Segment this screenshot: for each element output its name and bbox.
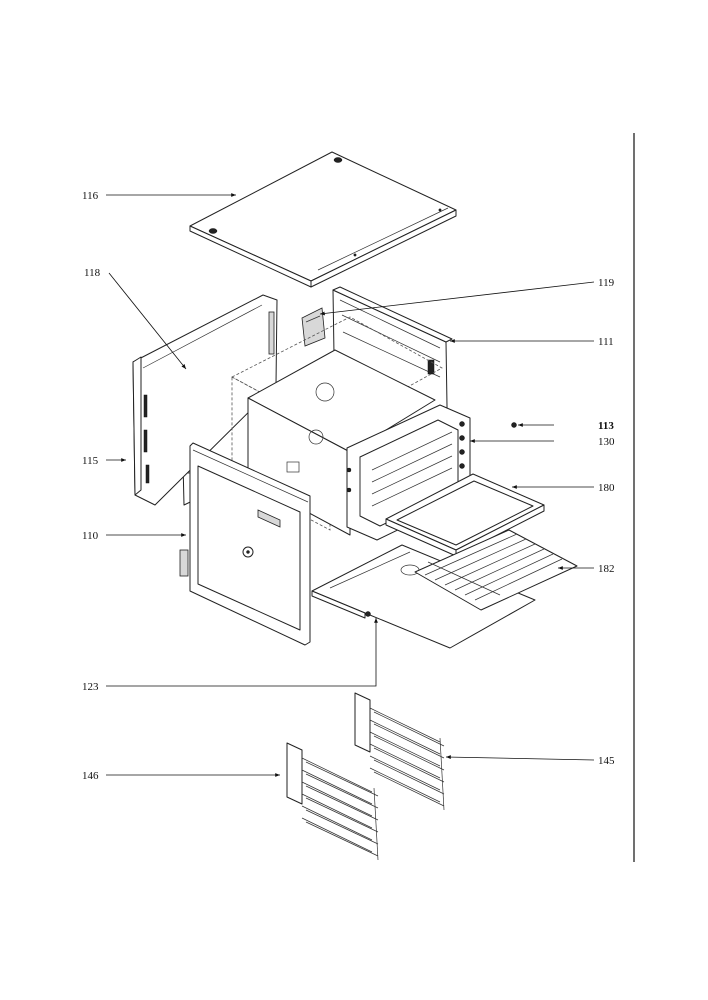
leader-lines: [106, 193, 595, 777]
label-123: 123: [82, 681, 99, 693]
part-113-screw: [511, 422, 517, 428]
label-146: 146: [82, 770, 99, 782]
part-145-right-side-rack: [354, 692, 445, 811]
label-130: 130: [598, 436, 615, 448]
label-113: 113: [598, 420, 614, 432]
label-145: 145: [598, 755, 615, 767]
part-182-wire-shelf: [414, 529, 578, 611]
label-180: 180: [598, 482, 615, 494]
part-146-left-side-rack: [286, 742, 379, 861]
label-119: 119: [598, 277, 615, 289]
label-116: 116: [82, 190, 99, 202]
part-123-bottom-panel: [311, 544, 536, 649]
label-110: 110: [82, 530, 99, 542]
label-118: 118: [84, 267, 101, 279]
label-182: 182: [598, 563, 615, 575]
part-110-front-frame: [179, 442, 311, 646]
part-116-top-cover: [189, 151, 457, 288]
label-115: 115: [82, 455, 99, 467]
part-180-baking-tray: [385, 473, 545, 557]
part-119-bracket: [301, 307, 326, 347]
label-111: 111: [598, 336, 614, 348]
